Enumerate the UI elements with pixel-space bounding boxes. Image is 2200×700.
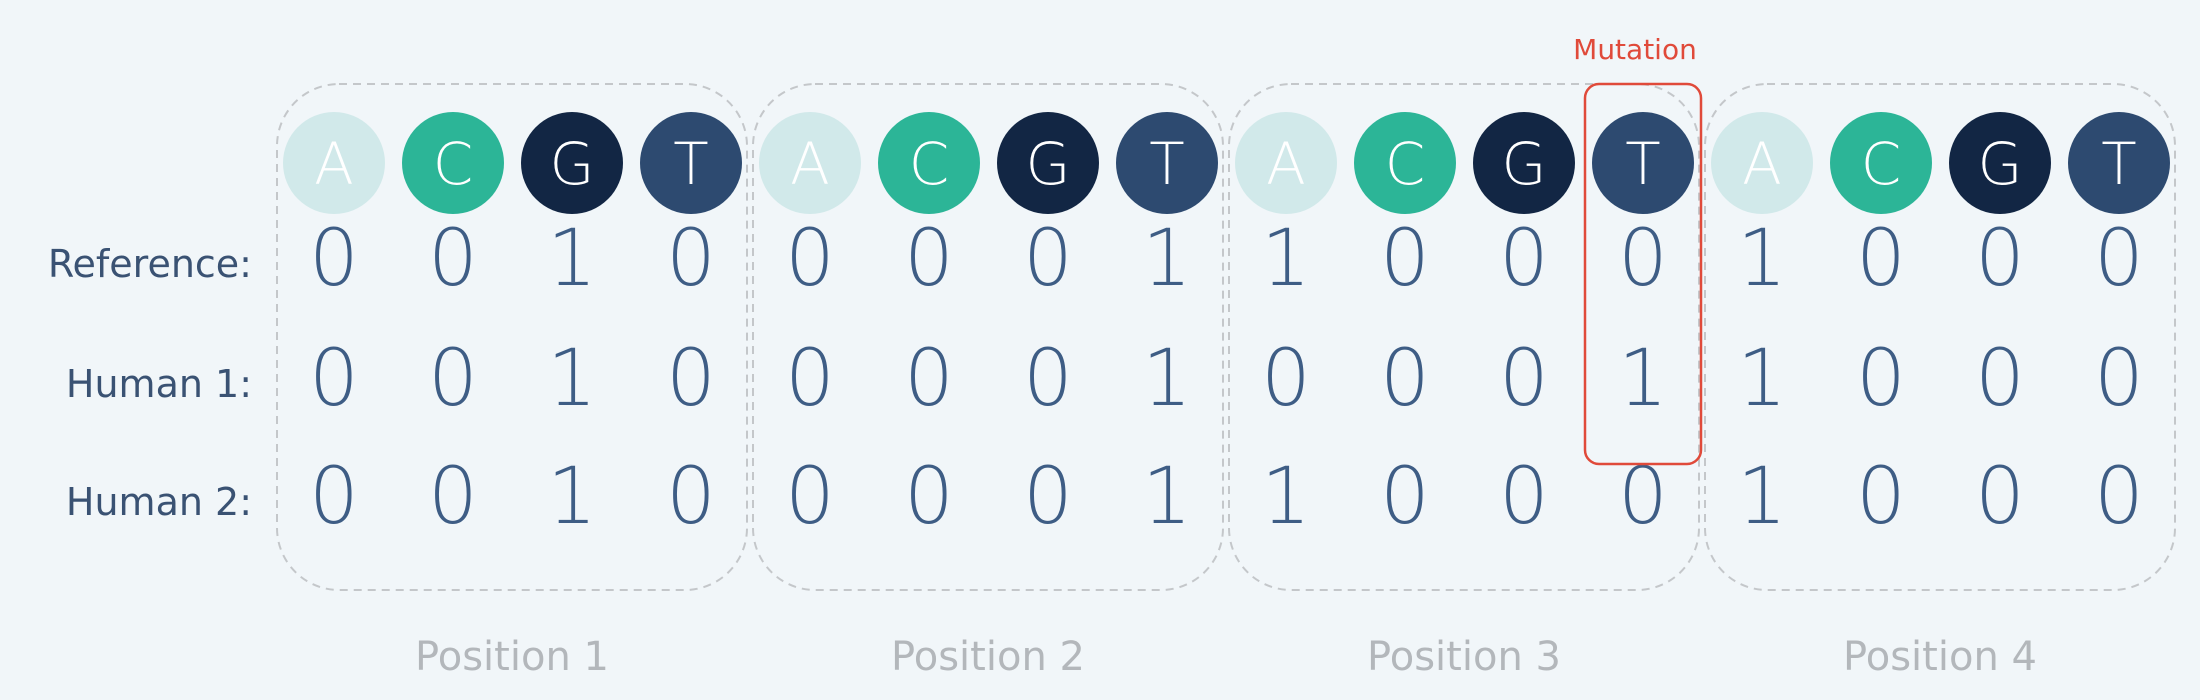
- nucleotide-circle-t: [1592, 112, 1694, 214]
- mutation-label: Mutation: [1573, 33, 1697, 66]
- nucleotide-circle-t: [1116, 112, 1218, 214]
- nucleotide-letter: G: [1026, 130, 1071, 198]
- position-group-border: [752, 83, 1224, 591]
- nucleotide-circle-g: [521, 112, 623, 214]
- position-label: Position 2: [891, 634, 1085, 680]
- nucleotide-letter: A: [790, 130, 830, 198]
- nucleotide-letter: T: [1149, 130, 1184, 198]
- bit-value: 0: [309, 334, 359, 424]
- nucleotide-circle-c: [1354, 112, 1456, 214]
- nucleotide-circle-c: [402, 112, 504, 214]
- bit-value: 0: [785, 214, 835, 304]
- bit-value: 0: [428, 334, 478, 424]
- nucleotide-letter: C: [1861, 130, 1902, 198]
- position-group-border: [1704, 83, 2176, 591]
- bit-value: 0: [1023, 214, 1073, 304]
- mutation-highlight-box: [1583, 82, 1703, 466]
- nucleotide-letter: G: [550, 130, 595, 198]
- bit-value: 0: [904, 334, 954, 424]
- bit-value: 0: [1618, 452, 1668, 542]
- bit-value: 0: [1975, 214, 2025, 304]
- row-label: Human 1:: [66, 362, 252, 406]
- bit-value: 0: [785, 452, 835, 542]
- bit-value: 1: [1142, 214, 1192, 304]
- bit-value: 0: [1618, 214, 1668, 304]
- bit-value: 0: [666, 334, 716, 424]
- bit-value: 0: [2094, 214, 2144, 304]
- nucleotide-circle-a: [283, 112, 385, 214]
- nucleotide-circle-g: [1949, 112, 2051, 214]
- nucleotide-letter: C: [1385, 130, 1426, 198]
- bit-value: 0: [1856, 334, 1906, 424]
- nucleotide-letter: A: [1742, 130, 1782, 198]
- bit-value: 0: [904, 214, 954, 304]
- nucleotide-circle-g: [997, 112, 1099, 214]
- bit-value: 0: [1261, 334, 1311, 424]
- bit-value: 0: [1975, 452, 2025, 542]
- bit-value: 1: [547, 452, 597, 542]
- nucleotide-letter: A: [314, 130, 354, 198]
- bit-value: 0: [1023, 452, 1073, 542]
- position-label: Position 4: [1843, 634, 2037, 680]
- nucleotide-circle-c: [878, 112, 980, 214]
- row-label: Human 2:: [66, 480, 252, 524]
- bit-value: 1: [1142, 452, 1192, 542]
- bit-value: 0: [1023, 334, 1073, 424]
- bit-value: 1: [547, 334, 597, 424]
- bit-value: 0: [785, 334, 835, 424]
- bit-value: 0: [666, 452, 716, 542]
- bit-value: 0: [1975, 334, 2025, 424]
- bit-value: 1: [1261, 214, 1311, 304]
- nucleotide-letter: T: [2101, 130, 2136, 198]
- nucleotide-letter: C: [433, 130, 474, 198]
- bit-value: 0: [1856, 452, 1906, 542]
- nucleotide-letter: A: [1266, 130, 1306, 198]
- nucleotide-circle-g: [1473, 112, 1575, 214]
- bit-value: 1: [1737, 334, 1787, 424]
- bit-value: 1: [1737, 452, 1787, 542]
- bit-value: 0: [428, 214, 478, 304]
- position-group-border: [1228, 83, 1700, 591]
- nucleotide-circle-a: [1235, 112, 1337, 214]
- nucleotide-letter: C: [909, 130, 950, 198]
- nucleotide-letter: T: [1625, 130, 1660, 198]
- row-label: Reference:: [48, 242, 252, 286]
- bit-value: 1: [547, 214, 597, 304]
- nucleotide-circle-t: [640, 112, 742, 214]
- nucleotide-circle-t: [2068, 112, 2170, 214]
- position-label: Position 3: [1367, 634, 1561, 680]
- bit-value: 0: [309, 452, 359, 542]
- nucleotide-letter: T: [673, 130, 708, 198]
- bit-value: 0: [666, 214, 716, 304]
- bit-value: 1: [1737, 214, 1787, 304]
- bit-value: 0: [1499, 214, 1549, 304]
- bit-value: 0: [2094, 452, 2144, 542]
- position-label: Position 1: [415, 634, 609, 680]
- bit-value: 0: [1856, 214, 1906, 304]
- bit-value: 1: [1261, 452, 1311, 542]
- bit-value: 1: [1618, 334, 1668, 424]
- nucleotide-circle-a: [1711, 112, 1813, 214]
- bit-value: 0: [1380, 214, 1430, 304]
- bit-value: 0: [904, 452, 954, 542]
- bit-value: 0: [1380, 452, 1430, 542]
- position-group-border: [276, 83, 748, 591]
- bit-value: 0: [1380, 334, 1430, 424]
- nucleotide-circle-c: [1830, 112, 1932, 214]
- bit-value: 1: [1142, 334, 1192, 424]
- bit-value: 0: [309, 214, 359, 304]
- nucleotide-letter: G: [1502, 130, 1547, 198]
- nucleotide-circle-a: [759, 112, 861, 214]
- bit-value: 0: [2094, 334, 2144, 424]
- bit-value: 0: [428, 452, 478, 542]
- bit-value: 0: [1499, 452, 1549, 542]
- nucleotide-letter: G: [1978, 130, 2023, 198]
- bit-value: 0: [1499, 334, 1549, 424]
